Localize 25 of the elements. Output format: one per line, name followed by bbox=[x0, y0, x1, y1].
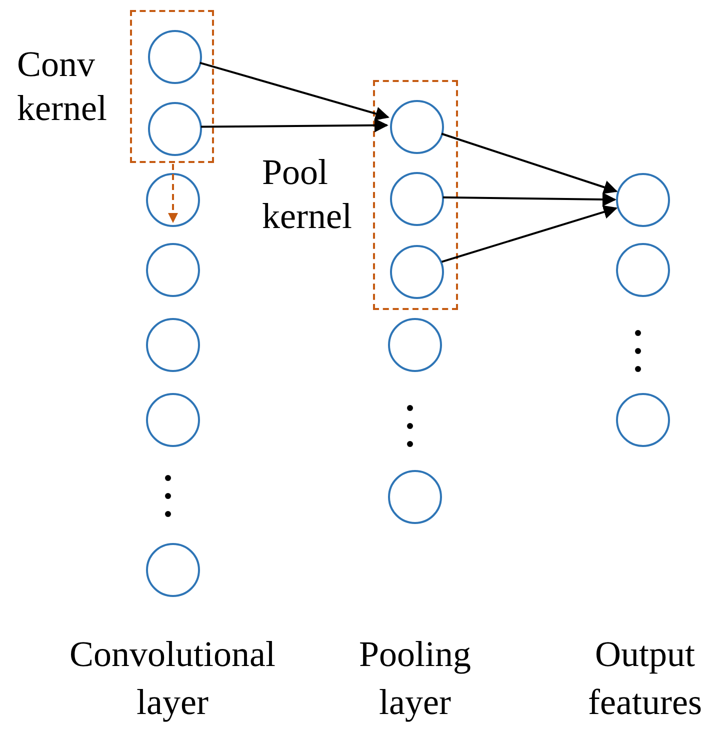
neuron-circle bbox=[148, 102, 202, 156]
neuron-circle bbox=[616, 393, 670, 447]
kernel-label: Conv kernel bbox=[17, 43, 108, 130]
neuron-circle bbox=[390, 100, 444, 154]
neuron-circle bbox=[390, 245, 444, 299]
neuron-circle bbox=[390, 172, 444, 226]
arrow bbox=[441, 132, 618, 194]
neuron-circle bbox=[146, 318, 200, 372]
arrow bbox=[441, 205, 618, 263]
layer-label: Output features bbox=[587, 633, 703, 724]
neuron-circle bbox=[146, 393, 200, 447]
neuron-circle bbox=[388, 318, 442, 372]
arrow bbox=[201, 118, 388, 132]
arrow bbox=[442, 192, 616, 206]
neuron-circle bbox=[146, 543, 200, 597]
neuron-circle bbox=[146, 243, 200, 297]
neuron-circle bbox=[146, 173, 200, 227]
neuron-circle bbox=[616, 243, 670, 297]
layer-label: Convolutional layer bbox=[68, 633, 276, 724]
neuron-circle bbox=[148, 30, 202, 84]
kernel-label: Pool kernel bbox=[262, 151, 353, 238]
layer-label: Pooling layer bbox=[358, 633, 472, 724]
arrow bbox=[200, 62, 390, 120]
neuron-circle bbox=[388, 470, 442, 524]
neuron-circle bbox=[616, 173, 670, 227]
